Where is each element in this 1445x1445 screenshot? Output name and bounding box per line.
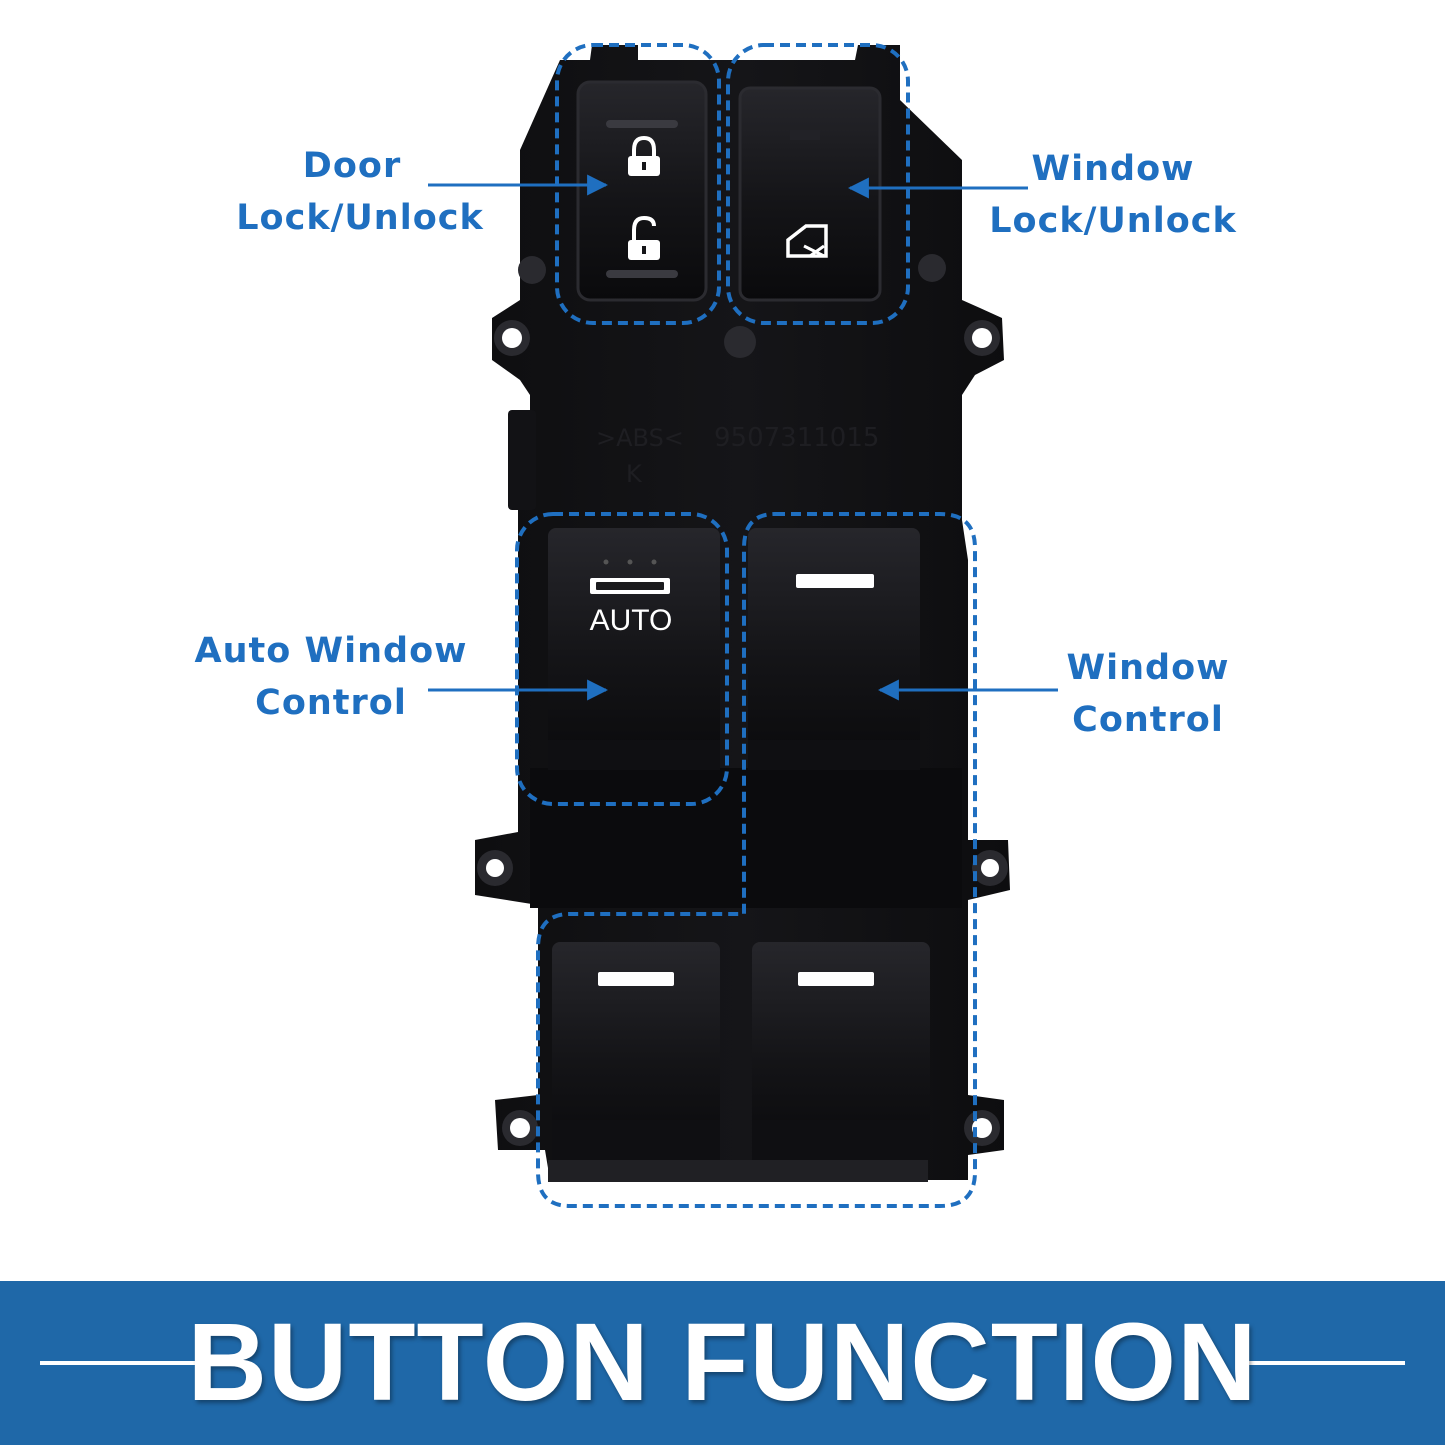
window-control-button[interactable] [748,528,920,770]
window-control-label-line1: Window [1066,648,1230,688]
window-control-label-line2: Control [1072,700,1224,740]
window-lock-label: Window Lock/Unlock [982,143,1244,247]
rear-left-window-button[interactable] [552,942,720,1160]
door-lock-label: Door Lock/Unlock [230,140,490,244]
window-lock-label-line2: Lock/Unlock [989,201,1237,241]
switch-body: >ABS< 9507311015 K [475,45,1010,1182]
auto-window-label: Auto Window Control [188,625,474,729]
molded-part-number-text: 9507311015 [714,423,879,453]
lock-open-icon [628,215,660,260]
rear-right-window-button[interactable] [752,942,930,1160]
title-banner [0,1281,1445,1445]
auto-window-label-line2: Control [255,683,407,723]
auto-window-highlight [515,512,729,806]
window-control-highlight [536,512,977,1208]
window-lock-label-line1: Window [1031,149,1195,189]
auto-label: AUTO [590,604,673,637]
door-lock-label-line1: Door [302,146,402,186]
molded-material-text: >ABS< [596,424,684,452]
window-lock-button[interactable] [738,86,882,302]
window-lock-icon [786,224,828,258]
banner-rule-right [1245,1361,1405,1365]
banner-rule-left [40,1361,200,1365]
lock-closed-icon [628,135,660,176]
banner-title: BUTTON FUNCTION [187,1301,1258,1424]
window-lock-highlight [726,43,910,325]
auto-window-button[interactable]: AUTO [548,528,720,770]
molded-letter-text: K [626,460,643,488]
door-lock-label-line2: Lock/Unlock [236,198,484,238]
auto-window-label-line1: Auto Window [194,631,468,671]
door-lock-button[interactable] [576,80,708,302]
window-control-label: Window Control [1058,642,1238,746]
